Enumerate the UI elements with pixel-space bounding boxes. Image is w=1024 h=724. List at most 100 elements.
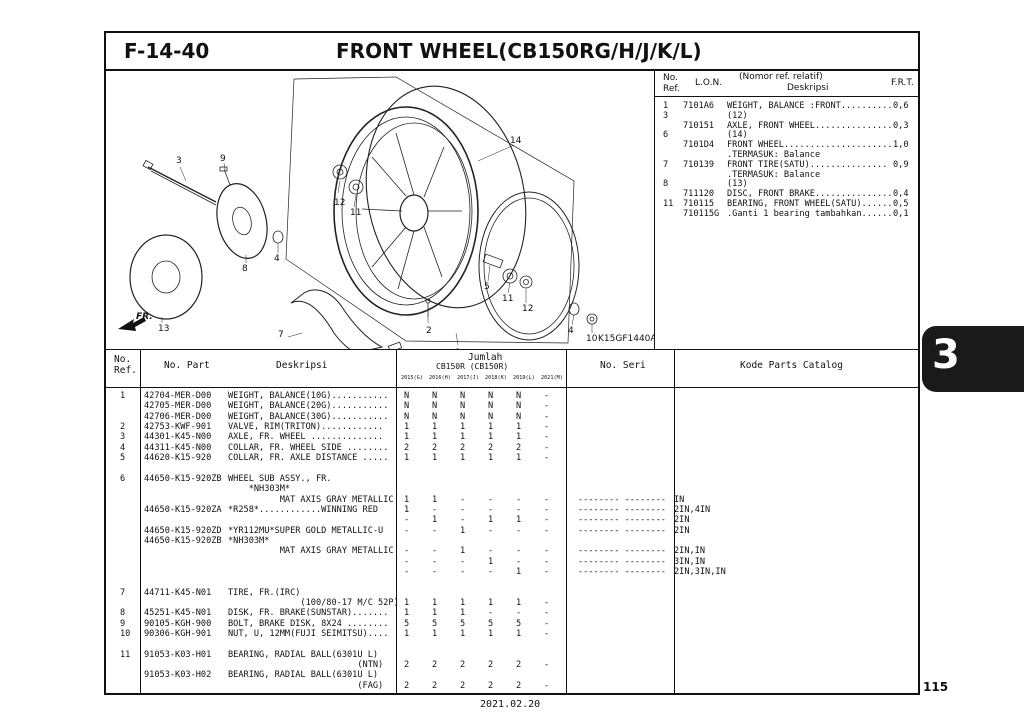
col-sep-2 — [396, 350, 397, 695]
cell-part-number: 44620-K15-920 — [144, 453, 212, 464]
cell-part-number: 44711-K45-N01 — [144, 587, 212, 598]
figure-code: F-14-40 — [124, 39, 210, 63]
cell-description: *R258*............WINNING RED — [228, 504, 379, 515]
cell-qty: - — [460, 494, 466, 505]
callout-6: 6 — [454, 348, 460, 349]
cell-qty: N — [404, 391, 410, 401]
cell-description: WEIGHT, BALANCE(20G)........... — [228, 401, 389, 412]
cell-description: COLLAR, FR. WHEEL SIDE ........ — [228, 442, 389, 453]
cell-qty: 1 — [488, 453, 494, 464]
callout-10: 10 — [586, 334, 598, 344]
cell-description: AXLE, FR. WHEEL .............. — [228, 432, 384, 443]
cell-part-number: 44311-K45-N00 — [144, 442, 212, 453]
diagram-code: K15GF1440A — [598, 334, 654, 344]
cell-description: DISK, FR. BRAKE(SUNSTAR)....... — [228, 608, 389, 619]
cell-description: COLLAR, FR. AXLE DISTANCE ..... — [228, 453, 389, 464]
cell-qty: 1 — [488, 432, 494, 443]
header-year-2015: 2015(G) — [401, 375, 423, 381]
lon-cell-desc: (12) — [727, 110, 748, 121]
cell-qty: N — [516, 391, 522, 401]
cell-qty: N — [488, 411, 494, 422]
cell-qty: - — [544, 411, 550, 422]
cell-qty: - — [516, 546, 522, 557]
cell-ref: 4 — [120, 442, 126, 453]
cell-no-seri: -------- -------- — [578, 504, 666, 515]
lon-cell-frt: 0,1 — [893, 208, 909, 219]
lon-cell-desc: BEARING, FRONT WHEEL(SATU)...... — [727, 199, 893, 209]
cell-description: WEIGHT, BALANCE(10G)........... — [228, 391, 389, 401]
cell-no-seri: -------- -------- — [578, 556, 666, 567]
cell-qty: 1 — [404, 422, 410, 433]
cell-qty: - — [516, 494, 522, 505]
cell-kode: 2IN — [674, 515, 690, 526]
cell-qty: - — [544, 608, 550, 619]
callout-9: 9 — [220, 154, 226, 164]
callout-8: 8 — [242, 264, 248, 274]
cell-qty: 2 — [488, 660, 494, 671]
lon-cell-lon: 710115 — [683, 199, 715, 209]
print-date: 2021.02.20 — [480, 699, 541, 710]
lon-cell-lon: 710139 — [683, 159, 715, 170]
lon-cell-frt: 0,3 — [893, 120, 909, 131]
cell-qty: 1 — [404, 598, 410, 608]
cell-part-number: 45251-K45-N01 — [144, 608, 212, 619]
callout-3: 3 — [176, 156, 182, 166]
cell-qty: 5 — [488, 618, 494, 629]
cell-qty: - — [544, 494, 550, 505]
lon-cell-frt: 0,4 — [893, 189, 909, 200]
cell-description: (NTN) — [228, 660, 384, 671]
cell-qty: 1 — [432, 494, 438, 505]
direction-arrow — [118, 317, 146, 331]
cell-qty: 1 — [404, 629, 410, 640]
cell-kode: 2IN,IN — [674, 546, 706, 557]
cell-qty: N — [404, 411, 410, 422]
cell-qty: N — [432, 411, 438, 422]
callout-7: 7 — [278, 330, 284, 340]
lon-cell-ref: 8 — [663, 179, 669, 190]
header-year-2019: 2019(L) — [513, 375, 535, 381]
page-title: FRONT WHEEL(CB150RG/H/J/K/L) — [336, 39, 702, 63]
cell-kode: IN — [674, 494, 685, 505]
lon-header-desc: Deskripsi — [787, 83, 829, 93]
collar-axle-distance — [482, 253, 504, 269]
cell-qty: 2 — [404, 680, 410, 691]
cell-qty: 5 — [404, 618, 410, 629]
cell-qty: - — [544, 660, 550, 671]
lon-header-frt: F.R.T. — [891, 78, 914, 88]
cell-qty: 1 — [460, 608, 466, 619]
cell-qty: - — [544, 556, 550, 567]
cell-part-number: 42705-MER-D00 — [144, 401, 212, 412]
cell-ref: 5 — [120, 453, 126, 464]
cell-qty: - — [488, 494, 494, 505]
cell-ref: 10 — [120, 629, 131, 640]
header-models: CB150R (CB150R) — [436, 362, 509, 371]
cell-no-seri: -------- -------- — [578, 525, 666, 536]
lon-cell-frt: 0,6 — [893, 101, 909, 111]
parts-table-header: No. Ref. No. Part Deskripsi Jumlah CB150… — [106, 350, 918, 388]
cell-qty: - — [432, 546, 438, 557]
header-year-2016: 2016(H) — [429, 375, 451, 381]
cell-part-number: 44301-K45-N00 — [144, 432, 212, 443]
cell-qty: - — [516, 556, 522, 567]
cell-qty: N — [488, 391, 494, 401]
cell-qty: - — [488, 525, 494, 536]
cell-qty: 1 — [488, 422, 494, 433]
cell-qty: 2 — [516, 680, 522, 691]
cell-kode: 3IN,IN — [674, 556, 706, 567]
lon-cell-lon: 710115G — [683, 208, 720, 219]
cell-qty: 2 — [404, 442, 410, 453]
cell-qty: 1 — [432, 422, 438, 433]
lon-cell-desc: .Ganti 1 bearing tambahkan...... — [727, 208, 893, 219]
cell-qty: - — [432, 566, 438, 577]
cell-qty: - — [544, 566, 550, 577]
cell-qty: - — [544, 598, 550, 608]
lon-cell-frt: 1,0 — [893, 140, 909, 151]
cell-qty: - — [488, 504, 494, 515]
cell-description: MAT AXIS GRAY METALLIC — [228, 546, 394, 557]
cell-part-number: 44650-K15-920ZD — [144, 525, 222, 536]
cell-description: *NH303M* — [228, 535, 270, 546]
cell-qty: N — [516, 411, 522, 422]
cell-qty: N — [432, 401, 438, 412]
col-sep-1 — [140, 350, 141, 695]
cell-qty: 1 — [432, 453, 438, 464]
